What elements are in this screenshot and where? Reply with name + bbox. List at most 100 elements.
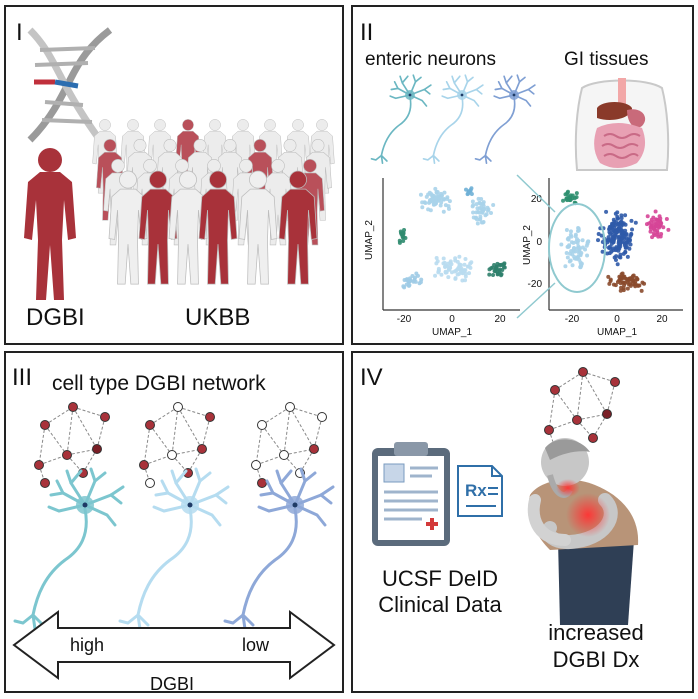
panel-1-ukbb-label: UKBB <box>185 304 250 331</box>
umap-point <box>612 219 617 224</box>
clinical-data-line2: Clinical Data <box>378 592 502 617</box>
arrow-label-dgbi: DGBI <box>150 674 194 694</box>
umap-point <box>621 275 626 280</box>
umap-point <box>585 253 590 258</box>
umap-point <box>439 272 444 277</box>
umap-point <box>620 271 625 276</box>
umap-point <box>474 210 479 215</box>
arrow-label-low: low <box>242 635 270 655</box>
umap-point <box>427 190 432 195</box>
umap-point <box>487 267 492 272</box>
umap-right-xlabel: UMAP_1 <box>597 327 637 338</box>
umap-point <box>403 235 408 240</box>
umap-point <box>570 193 575 198</box>
umap-point <box>565 190 570 195</box>
umap-point <box>623 250 628 255</box>
panel-1-numeral: I <box>16 19 23 46</box>
umap-point <box>474 215 479 220</box>
umap-point <box>618 240 623 245</box>
umap-point <box>467 271 472 276</box>
umap-point <box>433 199 438 204</box>
umap-point <box>651 231 656 236</box>
clinical-data-line1: UCSF DeID <box>382 566 498 591</box>
umap-point <box>434 190 439 195</box>
umap-right-xtick-3: 20 <box>656 314 668 325</box>
umap-point <box>618 252 623 257</box>
dgbi-gradient-arrow <box>12 610 336 680</box>
umap-point <box>447 199 452 204</box>
umap-point <box>564 251 569 256</box>
umap-point <box>576 225 581 230</box>
umap-point <box>434 261 439 266</box>
patient-abdominal-pain-figure <box>527 438 639 625</box>
umap-point <box>610 246 615 251</box>
umap-point <box>661 225 666 230</box>
umap-point <box>619 213 624 218</box>
outcome-line2: DGBI Dx <box>553 647 640 672</box>
umap-point <box>423 200 428 205</box>
umap-point <box>624 244 629 249</box>
umap-point <box>628 277 633 282</box>
umap-point <box>439 191 444 196</box>
umap-point <box>611 282 616 287</box>
clipboard-icon <box>372 442 450 546</box>
umap-point <box>578 260 583 265</box>
umap-point <box>567 259 572 264</box>
umap-point <box>645 214 650 219</box>
umap-point <box>569 234 574 239</box>
umap-point <box>570 263 575 268</box>
umap-left-ylabel: UMAP_2 <box>364 220 375 260</box>
umap-point <box>659 232 664 237</box>
umap-point <box>564 196 569 201</box>
dgbi-network-icon <box>544 367 620 453</box>
umap-point <box>441 256 446 261</box>
panel-1-dgbi-label: DGBI <box>26 304 85 331</box>
enteric-neuron-teal <box>370 74 432 165</box>
umap-point <box>627 238 632 243</box>
cell-type-neuron-lightblue <box>118 467 230 631</box>
umap-point <box>495 271 500 276</box>
cell-type-neuron-teal <box>13 467 125 631</box>
umap-point <box>567 243 572 248</box>
umap-point <box>466 264 471 269</box>
umap-point <box>615 210 620 215</box>
umap-point <box>657 214 662 219</box>
umap-point <box>463 278 468 283</box>
umap-point <box>606 245 611 250</box>
umap-point <box>401 239 406 244</box>
umap-point <box>417 281 422 286</box>
umap-point <box>497 267 502 272</box>
umap-point <box>458 269 463 274</box>
umap-point <box>561 198 566 203</box>
network-patient <box>544 367 620 453</box>
umap-point <box>572 256 577 261</box>
umap-point <box>629 218 634 223</box>
umap-point <box>568 198 573 203</box>
large-neuron-row <box>13 467 335 631</box>
panel-3-numeral: III <box>12 364 32 391</box>
umap-point <box>434 256 439 261</box>
umap-point <box>633 284 638 289</box>
umap-point <box>479 197 484 202</box>
umap-point <box>489 211 494 216</box>
panel-4-numeral: IV <box>360 364 383 391</box>
umap-point <box>490 265 495 270</box>
umap-point <box>615 216 620 221</box>
umap-point <box>656 234 661 239</box>
umap-point <box>480 220 485 225</box>
umap-point <box>614 254 619 259</box>
umap-point <box>462 262 467 267</box>
umap-point <box>492 269 497 274</box>
umap-point <box>420 205 425 210</box>
umap-point <box>666 227 671 232</box>
umap-point <box>579 250 584 255</box>
umap-point <box>607 281 612 286</box>
umap-point <box>619 220 624 225</box>
umap-point <box>615 262 620 267</box>
zoom-connector-top <box>516 174 556 213</box>
umap-left-points <box>397 186 507 290</box>
umap-point <box>452 269 457 274</box>
umap-point <box>653 209 658 214</box>
umap-point <box>658 221 663 226</box>
dgbi-patient-figure <box>24 148 76 300</box>
